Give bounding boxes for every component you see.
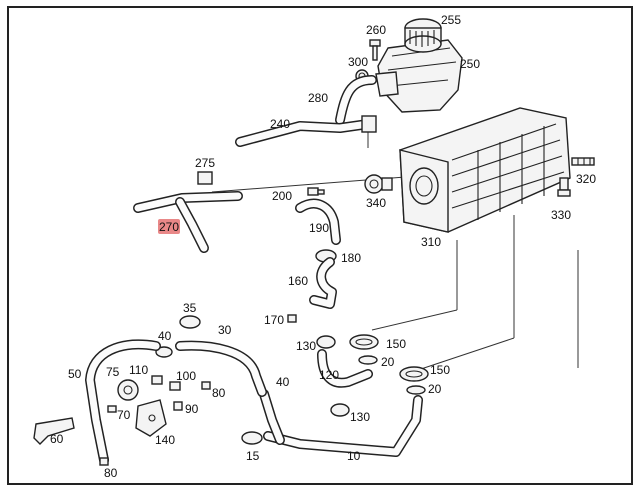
- part-90: [173, 401, 183, 411]
- label-100: 100: [176, 369, 196, 383]
- highlight-part-270: [158, 219, 180, 234]
- pipe-160: [309, 257, 337, 309]
- hose-40-right: [259, 389, 285, 445]
- part-100: [169, 381, 181, 391]
- clamp-130-b: [330, 403, 350, 417]
- label-150-b: 150: [430, 363, 450, 377]
- pipe-240: [235, 115, 377, 147]
- intercooler-310: [399, 107, 571, 233]
- label-30: 30: [218, 323, 232, 337]
- label-35: 35: [183, 301, 197, 315]
- screw-60-b: [99, 457, 109, 466]
- clamp-40-left: [155, 346, 173, 358]
- label-270: 270: [159, 220, 179, 234]
- label-20-a: 20: [381, 355, 395, 369]
- bracket-140: [33, 417, 75, 445]
- label-15: 15: [246, 449, 260, 463]
- label-275: 275: [195, 156, 215, 170]
- label-50: 50: [68, 367, 82, 381]
- pump-75: [117, 379, 139, 401]
- label-160: 160: [288, 274, 308, 288]
- clamp-15: [241, 431, 263, 445]
- screw-170: [287, 314, 297, 323]
- clamp-35: [179, 315, 201, 329]
- label-150-a: 150: [386, 337, 406, 351]
- label-75: 75: [106, 365, 120, 379]
- label-250: 250: [460, 57, 480, 71]
- hose-275: [133, 171, 243, 213]
- label-130-b: 130: [350, 410, 370, 424]
- fitting-330: [557, 177, 571, 197]
- label-180: 180: [341, 251, 361, 265]
- label-40-left: 40: [158, 329, 172, 343]
- fitting-320: [571, 157, 595, 166]
- screw-60-a: [201, 381, 211, 390]
- label-200: 200: [272, 189, 292, 203]
- part-110: [151, 375, 163, 385]
- screw-70: [107, 405, 117, 413]
- label-40-right: 40: [276, 375, 290, 389]
- label-60-a: 80: [212, 386, 226, 400]
- clamp-150-a: [349, 334, 379, 350]
- label-90: 90: [185, 402, 199, 416]
- hose-270: [175, 197, 209, 253]
- tank-cap: [404, 18, 442, 53]
- diagram-frame: [7, 6, 633, 485]
- hose-50: [85, 339, 161, 465]
- hose-30: [175, 340, 267, 397]
- seal-20-b: [406, 385, 426, 395]
- label-240: 240: [270, 117, 290, 131]
- label-320: 320: [576, 172, 596, 186]
- label-280: 280: [308, 91, 328, 105]
- bolt-260: [369, 39, 381, 61]
- screw-200: [307, 187, 325, 196]
- hose-190: [295, 198, 341, 245]
- label-20-b: 20: [428, 382, 442, 396]
- label-120: 120: [319, 368, 339, 382]
- clamp-150-b: [399, 366, 429, 382]
- label-170: 170: [264, 313, 284, 327]
- label-340: 340: [366, 196, 386, 210]
- bracket-80: [135, 399, 167, 437]
- label-330: 330: [551, 208, 571, 222]
- clamp-130-a: [316, 335, 336, 349]
- label-130-a: 130: [296, 339, 316, 353]
- label-110: 110: [129, 363, 148, 377]
- seal-20-a: [358, 355, 378, 365]
- expansion-tank: [375, 39, 463, 113]
- label-260: 260: [366, 23, 386, 37]
- part-labels: 255 260 250 300 280 240 275 200 340 320 …: [50, 13, 596, 480]
- label-300: 300: [348, 55, 368, 69]
- label-310: 310: [421, 235, 441, 249]
- label-255: 255: [441, 13, 461, 27]
- label-140: 60: [50, 432, 64, 446]
- hose-280: [335, 75, 377, 125]
- hose-120: [317, 349, 373, 388]
- label-10: 10: [347, 449, 361, 463]
- pipe-10: [263, 395, 423, 457]
- sensor-340: [364, 174, 393, 194]
- label-80: 140: [155, 433, 175, 447]
- label-60-b: 80: [104, 466, 118, 480]
- label-70: 70: [117, 408, 131, 422]
- label-190: 190: [309, 221, 329, 235]
